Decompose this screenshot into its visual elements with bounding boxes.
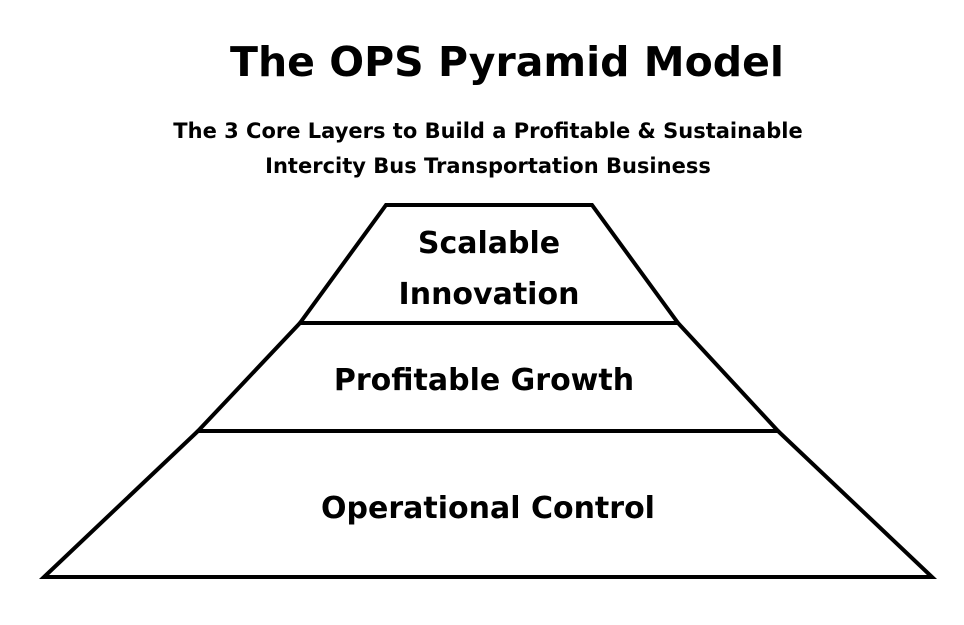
layer-bottom-label: Operational Control xyxy=(321,491,655,526)
subtitle-line-1: The 3 Core Layers to Build a Profitable … xyxy=(173,119,802,143)
layer-top-label-line-2: Innovation xyxy=(399,277,580,312)
page-title: The OPS Pyramid Model xyxy=(230,38,784,86)
layer-middle-label: Profitable Growth xyxy=(334,363,634,398)
subtitle-line-2: Intercity Bus Transportation Business xyxy=(265,154,711,178)
layer-top-label-line-1: Scalable xyxy=(418,226,560,261)
pyramid-layer-bottom xyxy=(38,429,938,579)
